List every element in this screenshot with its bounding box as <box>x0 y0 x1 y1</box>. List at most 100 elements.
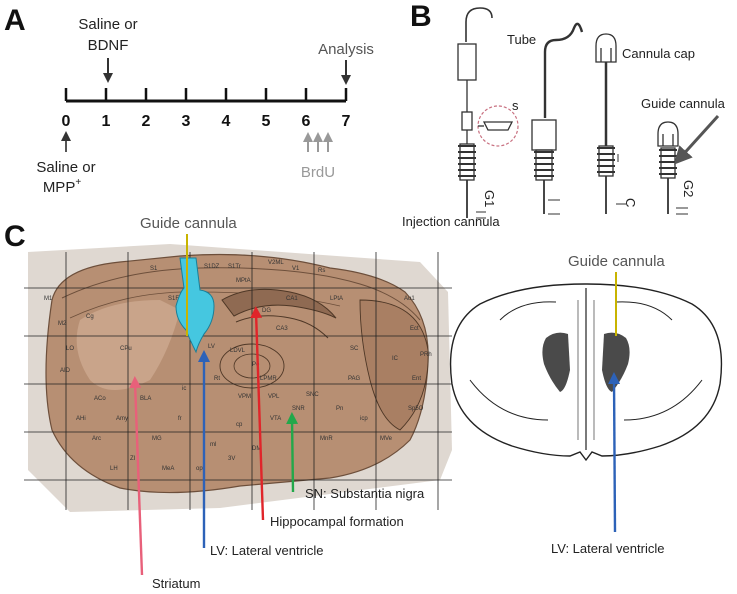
atlas-label: ml <box>210 442 216 448</box>
atlas-label: MPtA <box>236 278 251 284</box>
timeline-tick-label: 4 <box>222 113 231 130</box>
timeline-tick-label: 7 <box>342 113 351 130</box>
atlas-label: Arc <box>92 436 101 442</box>
atlas-label: Cg <box>86 314 94 320</box>
atlas-label: CA3 <box>276 326 288 332</box>
tube-label: Tube <box>507 32 536 47</box>
guide-cannula-pointer <box>673 114 720 165</box>
atlas-label: LDVL <box>230 348 246 354</box>
atlas-label: LO <box>66 346 74 352</box>
panel-a-letter: A <box>4 4 26 37</box>
hippocampus-region <box>221 288 337 319</box>
atlas-label: SC <box>350 346 359 352</box>
cerebellum-region <box>359 299 429 431</box>
atlas-label: IC <box>392 356 399 362</box>
hippocampal-label: Hippocampal formation <box>270 514 404 529</box>
atlas-label: Ect <box>410 326 419 332</box>
panel-b-letter: B <box>410 0 432 33</box>
timeline-tick-label: 6 <box>302 113 311 130</box>
atlas-label: MVe <box>380 436 393 442</box>
atlas-label: M1 <box>44 296 53 302</box>
g2-dimension <box>676 207 688 215</box>
panel-b: B s Injection cannula G1 <box>402 0 726 229</box>
timeline-tick-label: 0 <box>62 113 71 130</box>
coronal-section: Guide cannula LV: Lateral ventricle <box>449 253 723 556</box>
tube-drawing <box>531 22 584 214</box>
atlas-label: PAG <box>348 376 361 382</box>
atlas-label: Ent <box>412 376 421 382</box>
g1-dimension <box>476 211 486 219</box>
lesion-label-line2: MPP+ <box>43 177 82 196</box>
atlas-label: ZI <box>130 456 136 462</box>
atlas-label: SNR <box>292 406 305 412</box>
coronal-cortex-lines <box>499 301 673 321</box>
atlas-label: S1DZ <box>204 264 220 270</box>
atlas-label: CA1 <box>286 296 298 302</box>
atlas-label: LV <box>208 344 215 350</box>
atlas-label: V2ML <box>268 260 284 266</box>
atlas-label: ic <box>182 386 186 392</box>
lv-label-c: LV: Lateral ventricle <box>210 543 323 558</box>
striatum-label: Striatum <box>152 576 200 591</box>
coronal-left-ventricle <box>542 332 570 392</box>
atlas-label: fr <box>178 416 182 422</box>
hippocampal-arrow <box>250 306 265 521</box>
analysis-label: Analysis <box>318 41 374 58</box>
atlas-label: opt <box>196 466 205 472</box>
g2-label: G2 <box>681 180 696 197</box>
coronal-inner-lines <box>469 379 703 421</box>
injection-cannula-label: Injection cannula <box>402 214 500 229</box>
atlas-label: S1FL <box>168 296 183 302</box>
atlas-label: CPu <box>120 346 132 352</box>
cannula-cap-drawing <box>595 33 617 214</box>
atlas-label: BLA <box>140 396 151 402</box>
s-label: s <box>512 98 519 113</box>
atlas-label: DG <box>262 308 271 314</box>
guide-cannula-label-coronal: Guide cannula <box>568 253 665 270</box>
atlas-label: cp <box>236 422 243 428</box>
atlas-label: S1 <box>150 266 158 272</box>
cortex-boundary <box>61 267 421 321</box>
atlas-label: Pn <box>336 406 343 412</box>
striatum-arrow <box>129 376 144 576</box>
atlas-label: ACo <box>94 396 106 402</box>
atlas-label: Rs <box>318 268 325 274</box>
atlas-label: DM <box>252 446 261 452</box>
timeline-tick-label: 5 <box>262 113 271 130</box>
lv-label-coronal: LV: Lateral ventricle <box>551 541 664 556</box>
atlas-label: LPtA <box>330 296 343 302</box>
lateral-ventricle-highlight <box>175 257 215 354</box>
guide-cannula-label-c: Guide cannula <box>140 215 237 232</box>
atlas-label: Au1 <box>404 296 415 302</box>
atlas-grid <box>24 252 452 510</box>
atlas-label: VPM <box>238 394 251 400</box>
treatment-label-line2: BDNF <box>88 37 129 54</box>
brdu-label: BrdU <box>301 164 335 181</box>
atlas-label: 3V <box>228 456 235 462</box>
atlas-label: VPL <box>268 394 280 400</box>
lv-arrow-coronal <box>608 372 621 533</box>
atlas-label: M2 <box>58 321 67 327</box>
atlas-label: Po <box>252 362 260 368</box>
atlas-label: Amy <box>116 416 128 422</box>
guide-cannula-drawing <box>657 121 679 214</box>
atlas-label: MG <box>152 436 162 442</box>
injection-cannula-drawing <box>457 7 519 218</box>
atlas-label: SNC <box>306 392 319 398</box>
tube-dimension <box>548 199 560 215</box>
sn-arrow <box>286 412 299 493</box>
atlas-label: LH <box>110 466 118 472</box>
treatment-label-line1: Saline or <box>78 16 137 33</box>
atlas-label: Sp5O <box>408 406 424 412</box>
atlas-label: MeA <box>162 466 174 472</box>
guide-cannula-label-b: Guide cannula <box>641 96 726 111</box>
timeline-tick-label: 1 <box>102 113 111 130</box>
timeline-tick-label: 3 <box>182 113 191 130</box>
lesion-label-line1: Saline or <box>36 159 95 176</box>
cannula-cap-label: Cannula cap <box>622 46 695 61</box>
sn-label: SN: Substantia nigra <box>305 486 425 501</box>
